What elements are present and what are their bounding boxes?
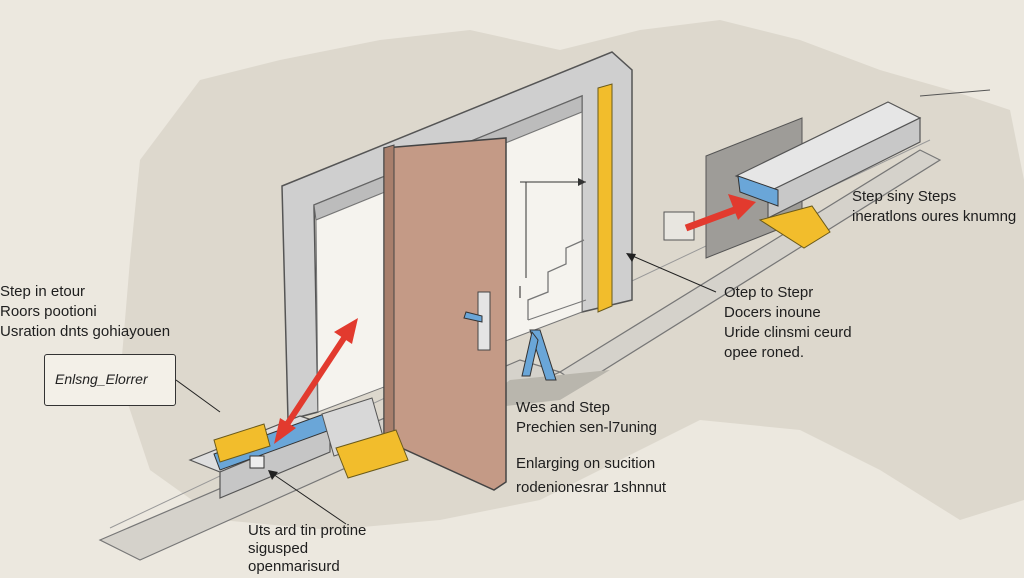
label-center-mid: Wes and Step Prechien sen-l7uning — [516, 398, 657, 438]
label-line: Roors pootioni — [0, 303, 97, 320]
label-line: openmarisurd — [248, 558, 340, 575]
label-line: rodenionesrar 1shnnut — [516, 479, 667, 496]
left-yellow-block — [213, 423, 271, 463]
label-line: opee roned. — [724, 344, 805, 361]
left-yellow-clamp — [335, 429, 409, 479]
label-line: Step siny Steps — [852, 188, 957, 205]
label-bottom: Uts ard tin protine sigusped openmarisur… — [248, 522, 366, 576]
right-box-blue — [737, 175, 779, 207]
label-line: Uts ard tin protine — [248, 522, 367, 539]
blue-stand-left — [521, 330, 539, 377]
leader-mid-right-head — [626, 253, 636, 262]
label-line: Docers inoune — [724, 304, 821, 321]
label-line: ineratlons oures knumng — [852, 208, 1017, 225]
red-arrow-right — [684, 194, 756, 232]
label-line: Step in etour — [0, 283, 86, 300]
label-center-low: Enlarging on sucition rodenionesrar 1shn… — [516, 452, 666, 500]
left-sensor — [249, 455, 265, 469]
callout-box: Enlsng_Elorrer — [44, 354, 176, 406]
right-yellow-clamp — [758, 205, 831, 249]
stairs — [527, 239, 585, 320]
yellow-frame-strip — [597, 83, 613, 313]
door-handle-lever — [463, 311, 483, 323]
leader-bottom-head — [268, 470, 278, 480]
dimension-arrowhead — [578, 178, 586, 186]
label-line: Enlarging on sucition — [516, 455, 656, 472]
label-top-right: Step siny Steps ineratlons oures knumng — [852, 187, 1016, 227]
label-left-top: Step in etour Roors pootioni Usration dn… — [0, 282, 170, 342]
callout-text: Enlsng_Elorrer — [55, 371, 148, 387]
label-mid-right: Otep to Stepr Docers inoune Uride clinsm… — [724, 283, 852, 363]
door-leaf-edge — [383, 144, 395, 447]
leader-mid-right — [627, 253, 717, 293]
right-box-front — [767, 117, 921, 219]
label-line: Wes and Step — [516, 399, 610, 416]
red-arrow-diagonal — [274, 318, 358, 444]
leader-top-right — [919, 89, 991, 97]
label-line: Uride clinsmi ceurd — [724, 324, 852, 341]
label-line: sigusped — [248, 540, 309, 557]
leader-callout — [175, 379, 221, 413]
label-line: Prechien sen-l7uning — [516, 419, 657, 436]
label-line: Usration dnts gohiayouen — [0, 323, 171, 340]
stairs-side — [527, 299, 587, 321]
leader-bottom — [269, 471, 347, 525]
label-line: Otep to Stepr — [724, 284, 814, 301]
